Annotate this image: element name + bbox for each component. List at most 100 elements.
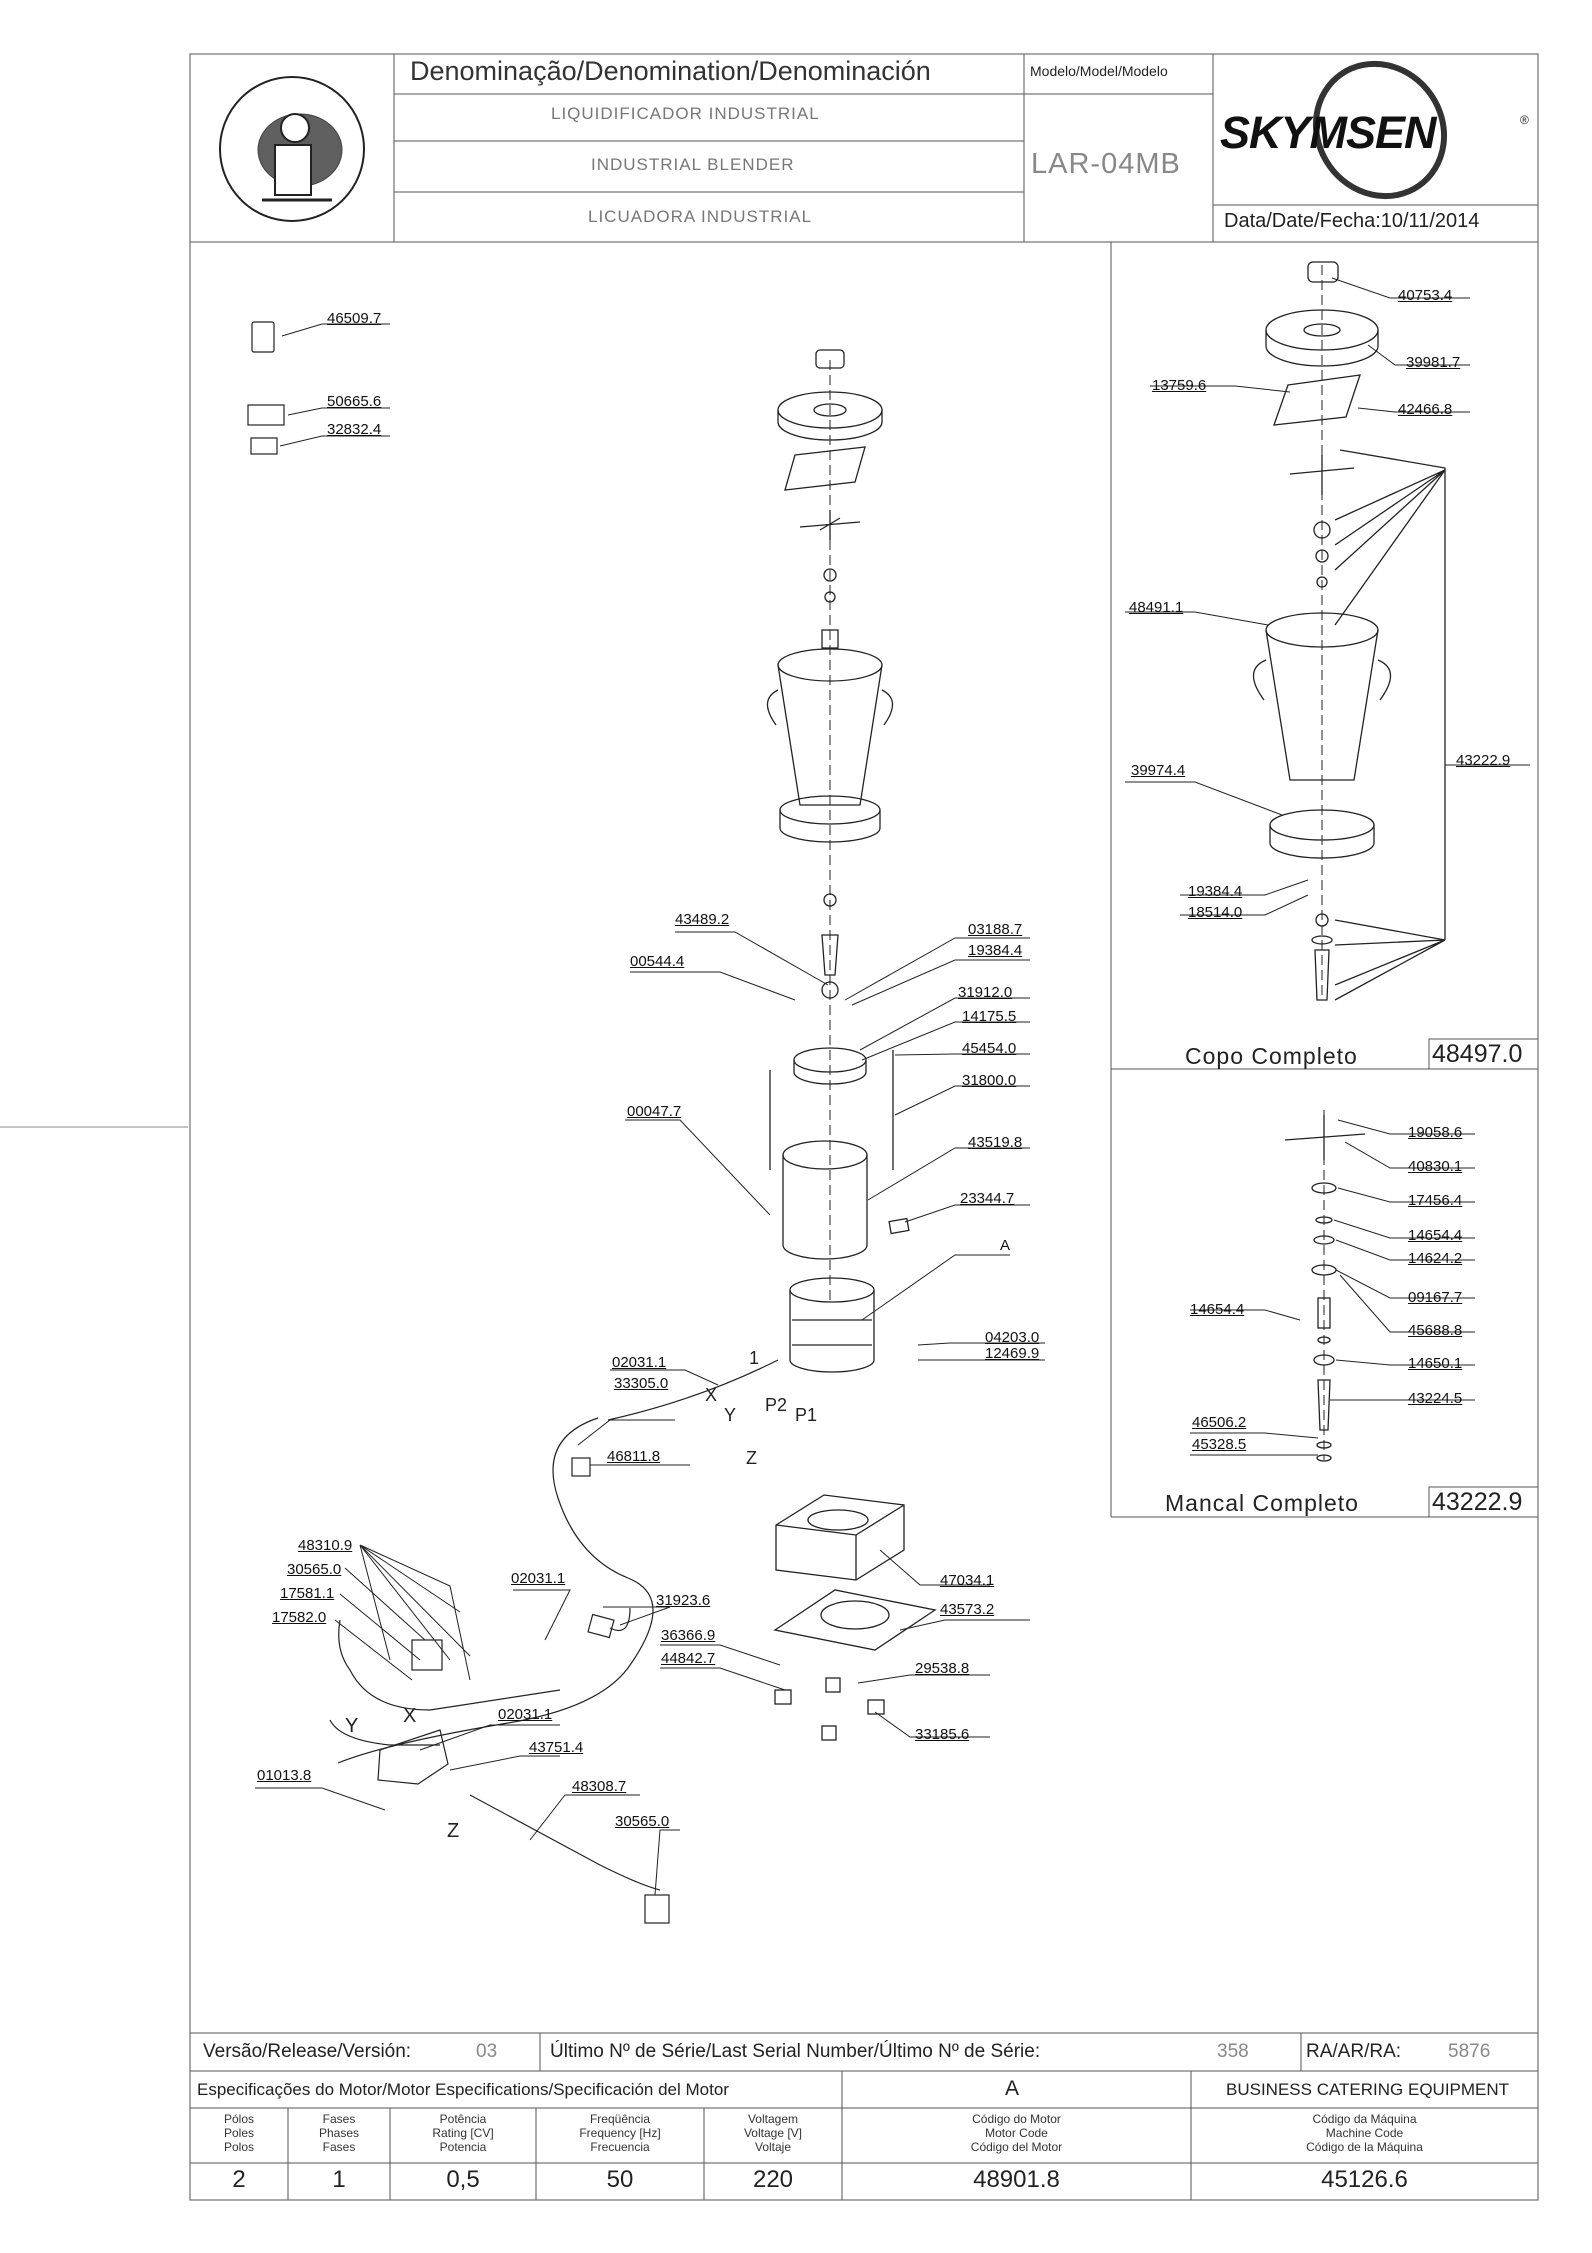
mancal-code: 43222.9 xyxy=(1432,1488,1523,1516)
part-label: 31912.0 xyxy=(958,984,1013,1001)
part-label: 31923.6 xyxy=(656,1592,711,1609)
blender-main-assembly xyxy=(766,349,937,1741)
part-label: 31800.0 xyxy=(962,1072,1017,1089)
value-motor-code: 48901.8 xyxy=(973,2166,1060,2193)
mancal-part-label: 46506.2 xyxy=(1192,1414,1247,1431)
part-label: 45454.0 xyxy=(962,1040,1017,1057)
authorized-service-badge xyxy=(219,76,365,222)
version-label: Versão/Release/Versión: xyxy=(203,2041,412,2062)
part-label: 00047.7 xyxy=(627,1103,682,1120)
registered-mark: ® xyxy=(1520,113,1529,127)
part-label: 33185.6 xyxy=(915,1726,970,1743)
motor-spec-label: Especificações do Motor/Motor Especifica… xyxy=(197,2080,729,2099)
part-label: 43489.2 xyxy=(675,911,730,928)
value-rating: 0,5 xyxy=(446,2166,480,2193)
copo-part-label: 40753.4 xyxy=(1398,287,1453,304)
name-portuguese: LIQUIDIFICADOR INDUSTRIAL xyxy=(551,104,820,123)
mancal-part-label: 14650.1 xyxy=(1408,1355,1463,1372)
part-label: 02031.1 xyxy=(498,1706,553,1723)
model-title: Modelo/Model/Modelo xyxy=(1030,63,1168,79)
sheet-border xyxy=(189,53,1539,2201)
mancal-part-label: 40830.1 xyxy=(1408,1158,1463,1175)
part-label: 48310.9 xyxy=(298,1537,353,1554)
value-machine-code: 45126.6 xyxy=(1321,2166,1408,2193)
part-label: 33305.0 xyxy=(614,1375,669,1392)
copo-part-label: 39974.4 xyxy=(1131,762,1186,779)
col-header-voltage: Voltagem Voltage [V] Voltaje xyxy=(743,2112,803,2154)
part-label: 03188.7 xyxy=(968,921,1023,938)
name-spanish: LICUADORA INDUSTRIAL xyxy=(588,207,813,226)
wire-label: X xyxy=(705,1385,718,1405)
skymsen-logo-swoosh xyxy=(1312,60,1448,200)
model-code: LAR-04MB xyxy=(1031,148,1181,180)
name-english: INDUSTRIAL BLENDER xyxy=(591,155,795,174)
col-header-machine-code: Código da Máquina Machine Code Código de… xyxy=(1306,2112,1423,2154)
leader-lines xyxy=(255,277,1530,1896)
copo-part-label: 19384.4 xyxy=(1188,883,1243,900)
part-label: 12469.9 xyxy=(985,1345,1040,1362)
denomination-title: Denominação/Denomination/Denominación xyxy=(410,56,931,86)
mancal-part-label: 14624.2 xyxy=(1408,1250,1463,1267)
col-header-rating: Potência Rating [CV] Potencia xyxy=(432,2112,494,2154)
col-header-poles: Pólos Poles Polos xyxy=(223,2112,255,2154)
skymsen-logo: SKYMSEN xyxy=(1220,107,1437,158)
wire-label: Z xyxy=(447,1820,460,1842)
part-label: 46509.7 xyxy=(327,310,382,327)
part-label: 02031.1 xyxy=(511,1570,566,1587)
wire-label: X xyxy=(403,1705,417,1727)
mancal-part-label: 14654.4 xyxy=(1190,1301,1245,1318)
wire-label: Y xyxy=(724,1405,737,1425)
mancal-part-label: 09167.7 xyxy=(1408,1289,1463,1306)
mancal-part-label: 19058.6 xyxy=(1408,1124,1463,1141)
copo-part-label: 13759.6 xyxy=(1152,377,1207,394)
mancal-part-label: 17456.4 xyxy=(1408,1192,1463,1209)
copo-part-label: 18514.0 xyxy=(1188,904,1243,921)
part-label: 43519.8 xyxy=(968,1134,1023,1151)
wire-label: P2 xyxy=(765,1395,788,1415)
value-frequency: 50 xyxy=(606,2166,634,2193)
part-label: 01013.8 xyxy=(257,1767,312,1784)
col-header-frequency: Freqüência Frequency [Hz] Frecuencia xyxy=(579,2112,661,2154)
part-label: 04203.0 xyxy=(985,1329,1040,1346)
motor-callout: A xyxy=(1000,1237,1011,1254)
mancal-part-label: 45328.5 xyxy=(1192,1436,1247,1453)
accessory-parts xyxy=(247,321,285,455)
part-label: 44842.7 xyxy=(661,1650,716,1667)
part-label: 02031.1 xyxy=(612,1354,667,1371)
date-label: Data/Date/Fecha:10/11/2014 xyxy=(1224,210,1480,232)
wire-label: 1 xyxy=(749,1348,760,1368)
copo-title: Copo Completo xyxy=(1185,1043,1358,1069)
part-label: 32832.4 xyxy=(327,421,382,438)
part-label: 36366.9 xyxy=(661,1627,716,1644)
part-label: 19384.4 xyxy=(968,942,1023,959)
copo-part-label: 39981.7 xyxy=(1406,354,1461,371)
mancal-part-label: 43224.5 xyxy=(1408,1390,1463,1407)
serial-value: 358 xyxy=(1217,2041,1249,2062)
business-label: BUSINESS CATERING EQUIPMENT xyxy=(1226,2080,1510,2099)
motor-letter: A xyxy=(1005,2077,1020,2100)
part-label: 47034.1 xyxy=(940,1572,995,1589)
part-label: 43573.2 xyxy=(940,1601,995,1618)
col-header-motor-code: Código do Motor Motor Code Código del Mo… xyxy=(970,2112,1063,2154)
value-phases: 1 xyxy=(332,2166,346,2193)
part-label: 00544.4 xyxy=(630,953,685,970)
part-label: 43751.4 xyxy=(529,1739,584,1756)
part-label: 48308.7 xyxy=(572,1778,627,1795)
copo-part-label: 48491.1 xyxy=(1129,599,1184,616)
serial-label: Último Nº de Série/Last Serial Number/Úl… xyxy=(550,2041,1041,2062)
col-header-phases: Fases Phases Fases xyxy=(318,2112,360,2154)
part-label: 17581.1 xyxy=(280,1585,335,1602)
wire-label: P1 xyxy=(795,1405,818,1425)
part-label: 17582.0 xyxy=(272,1609,327,1626)
wire-label: Y xyxy=(345,1715,359,1737)
mancal-part-label: 14654.4 xyxy=(1408,1227,1463,1244)
value-voltage: 220 xyxy=(752,2166,794,2193)
copo-part-label: 42466.8 xyxy=(1398,401,1453,418)
part-label: 50665.6 xyxy=(327,393,382,410)
mancal-part-label: 45688.8 xyxy=(1408,1322,1463,1339)
ra-label: RA/AR/RA: xyxy=(1306,2041,1402,2062)
mancal-detail-drawing xyxy=(1284,1110,1366,1462)
version-value: 03 xyxy=(476,2041,498,2062)
copo-detail-drawing xyxy=(1252,261,1446,1001)
